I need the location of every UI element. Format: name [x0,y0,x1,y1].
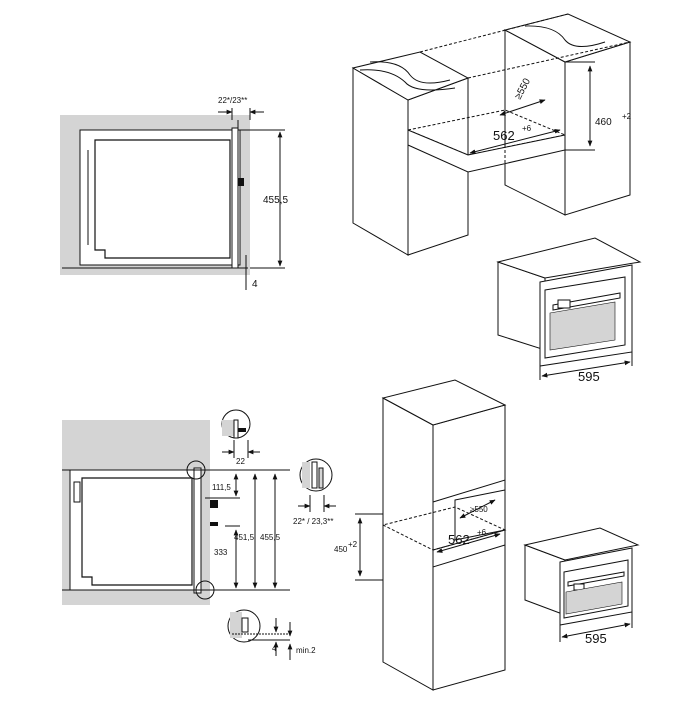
niche-height-tolerance: +2 [622,112,632,121]
bottom-min-gap: min.2 [296,646,316,655]
dim-333: 333 [214,548,228,557]
dim-451-5: 451,5 [234,533,255,542]
door-gap-dimension: 22* / 23,3** [293,517,333,526]
gap-dimension: 22*/23** [218,96,247,105]
tall-height-tolerance: +2 [348,540,358,549]
tall-height-dimension: 450 [334,545,348,554]
niche-width-tolerance: +6 [522,124,532,133]
bottom-appliance-width-dimension: 595 [585,631,607,646]
section-tall-cabinet: ≥550 562 +6 450 +2 [334,379,507,691]
dim-455-5: 455,5 [260,533,281,542]
appliance-top: 595 [496,237,642,384]
oven-door [231,127,239,269]
oven-body [79,129,241,266]
tall-width-tolerance: +6 [477,528,487,537]
oven-body-bottom [69,469,201,591]
section-side-view-top: 22*/23** 455,5 4 [60,96,288,290]
oven-cavity [94,139,231,259]
tall-depth-dimension: ≥550 [470,505,488,514]
bottom-gap-4: 4 [272,644,277,653]
bottom-gap-dimension: 4 [252,279,258,290]
niche-height-dimension: 460 [595,117,612,128]
appliance-bottom: 595 [523,527,640,646]
dim-111-5: 111,5 [212,483,231,492]
section-side-view-bottom: 22 4 min.2 111,5 451,5 455,5 333 22* / 2… [62,409,336,660]
tall-width-dimension: 562 [448,532,470,547]
detail-gap-dimension: 22 [236,457,245,466]
oven-door-bottom [193,467,202,594]
niche-width-dimension: 562 [493,128,515,143]
section-cabinet-top: ≥550 562 +6 460 +2 [351,13,632,256]
height-dimension: 455,5 [263,195,288,206]
appliance-width-dimension: 595 [578,369,600,384]
